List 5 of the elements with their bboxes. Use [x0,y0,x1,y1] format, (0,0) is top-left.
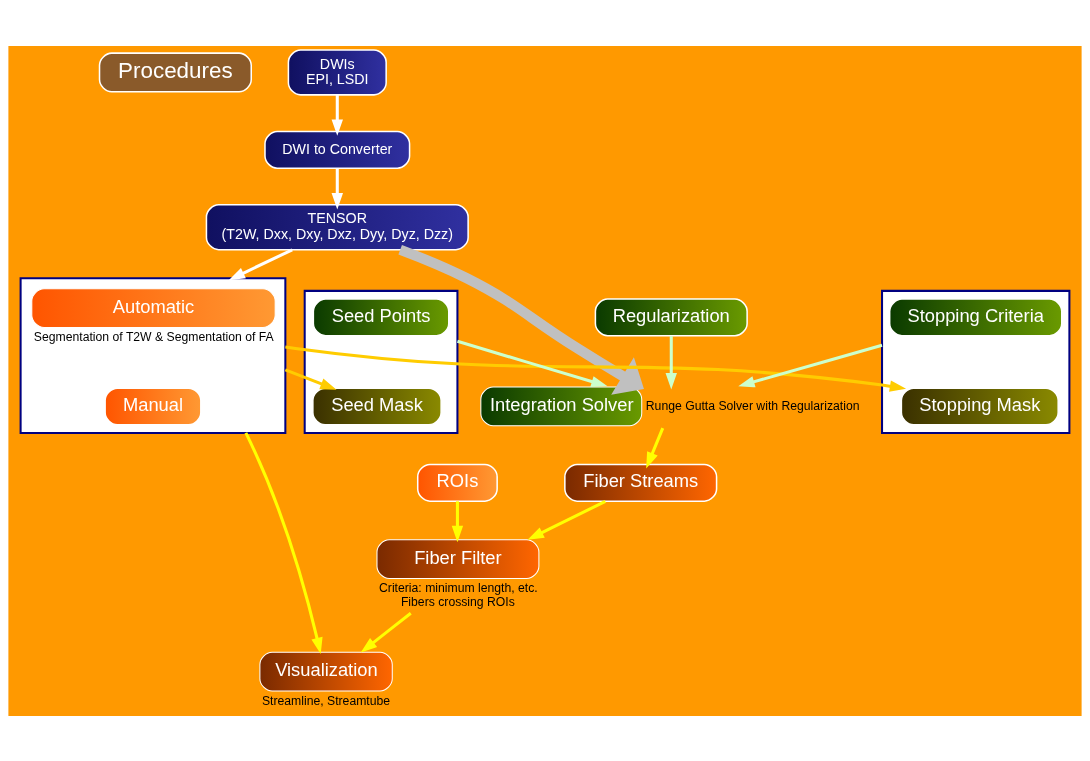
node-label: Runge Gutta Solver with Regularization [645,398,860,413]
node-label: Fibers crossing ROIs [400,594,515,609]
node-label: Streamline, Streamtube [261,693,391,708]
node-label: Segmentation of T2W & Segmentation of FA [33,329,274,344]
node-label: Criteria: minimum length, etc. [379,580,538,595]
